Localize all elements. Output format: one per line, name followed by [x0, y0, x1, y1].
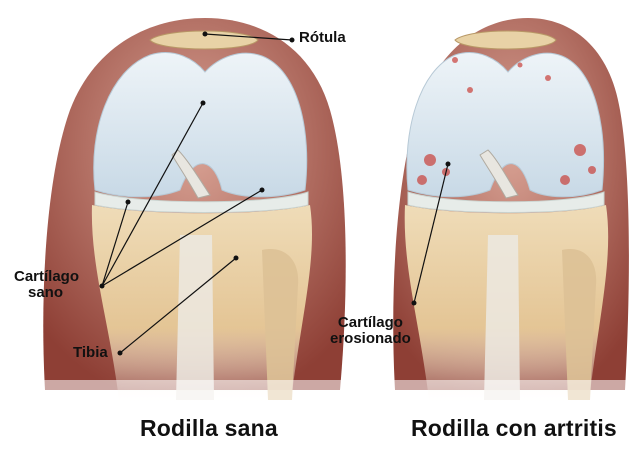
healthy-fibula: [262, 249, 298, 400]
label-cartilago-erosionado-line2: erosionado: [330, 331, 411, 347]
caption-arthritic-knee: Rodilla con artritis: [411, 416, 617, 440]
label-tibia: Tibia: [73, 345, 108, 361]
healthy-patellar-tendon: [176, 235, 214, 400]
label-cartilago-sano: Cartílago sano: [14, 269, 79, 301]
label-cartilago-erosionado-line1: Cartílago: [330, 315, 411, 331]
arthritic-patella: [455, 31, 556, 49]
label-cartilago-erosionado: Cartílago erosionado: [330, 315, 411, 347]
bottom-fade: [0, 380, 633, 420]
label-cartilago-sano-line2: sano: [14, 285, 79, 301]
caption-healthy-knee: Rodilla sana: [140, 416, 278, 440]
label-cartilago-sano-line1: Cartílago: [14, 269, 79, 285]
arthritic-patellar-tendon: [484, 235, 520, 400]
arthritic-fibula: [562, 249, 596, 400]
label-rotula: Rótula: [299, 30, 346, 46]
arthritic-knee: [393, 18, 629, 410]
